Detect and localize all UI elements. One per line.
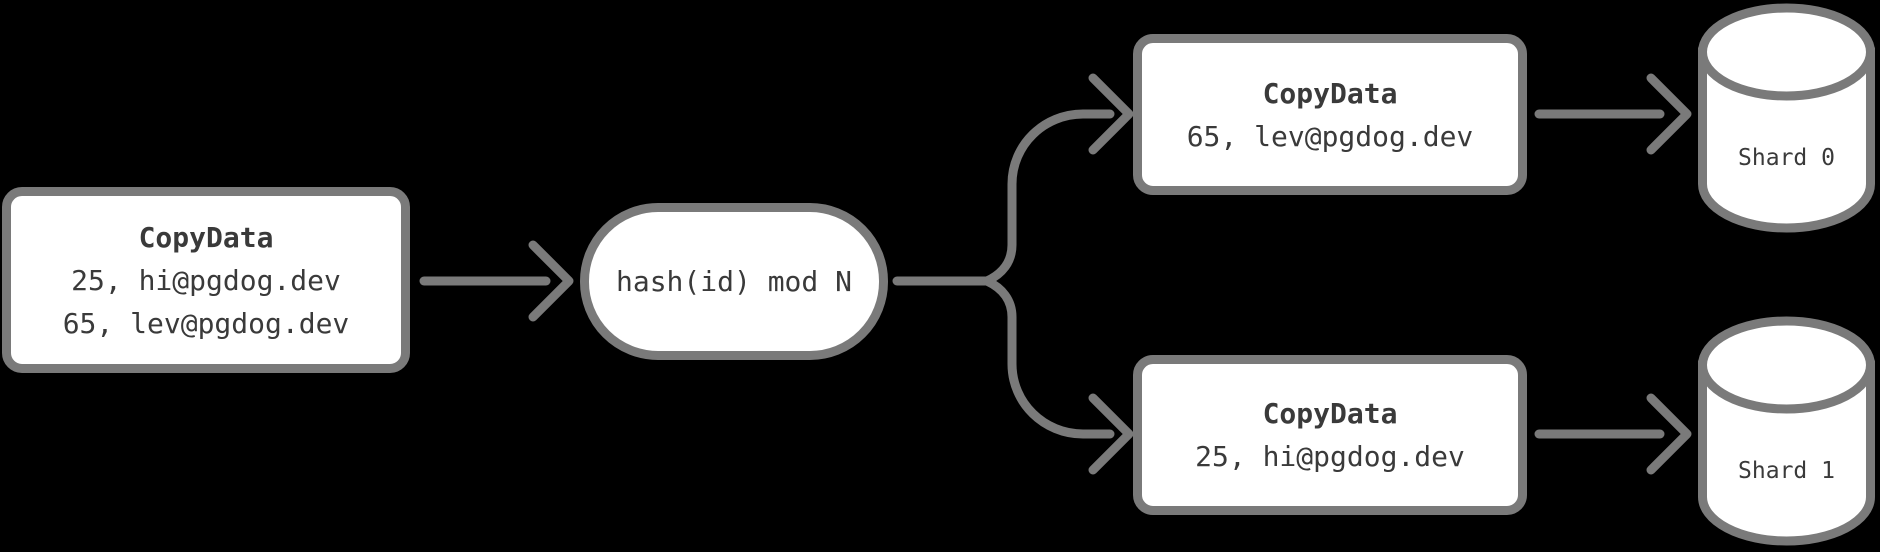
data-row: 65, lev@pgdog.dev — [1186, 119, 1474, 153]
shard0-copydata-node: CopyData 65, lev@pgdog.dev — [1133, 34, 1527, 195]
source-copydata-node: CopyData 25, hi@pgdog.dev 65, lev@pgdog.… — [2, 187, 410, 373]
node-title: CopyData — [138, 220, 274, 254]
node-title: CopyData — [1262, 76, 1398, 110]
arrowhead-fork-to-shard0-message — [1088, 73, 1134, 155]
shard-label: Shard 1 — [1738, 458, 1835, 484]
arrowhead-message-to-shard1 — [1646, 393, 1692, 475]
shard1-copydata-node: CopyData 25, hi@pgdog.dev — [1133, 355, 1527, 515]
shard0-database: Shard 0 — [1698, 3, 1875, 233]
hash-router-node: hash(id) mod N — [580, 203, 888, 360]
shard-label: Shard 0 — [1738, 145, 1835, 171]
database-cylinder-icon — [1698, 3, 1875, 233]
arrow-fork-to-shard1-message — [982, 276, 1115, 439]
node-title: CopyData — [1262, 397, 1398, 430]
router-label: hash(id) mod N — [615, 265, 852, 298]
shard1-database: Shard 1 — [1698, 316, 1875, 546]
data-row: 25, hi@pgdog.dev — [71, 263, 341, 297]
data-row: 25, hi@pgdog.dev — [1195, 440, 1465, 473]
arrowhead-message-to-shard0 — [1646, 73, 1692, 155]
arrowhead-source-to-router — [528, 240, 574, 322]
arrowhead-fork-to-shard1-message — [1088, 393, 1134, 475]
arrow-fork-to-shard0-message — [982, 109, 1115, 286]
data-row: 65, lev@pgdog.dev — [62, 306, 350, 340]
database-cylinder-icon — [1698, 316, 1875, 546]
